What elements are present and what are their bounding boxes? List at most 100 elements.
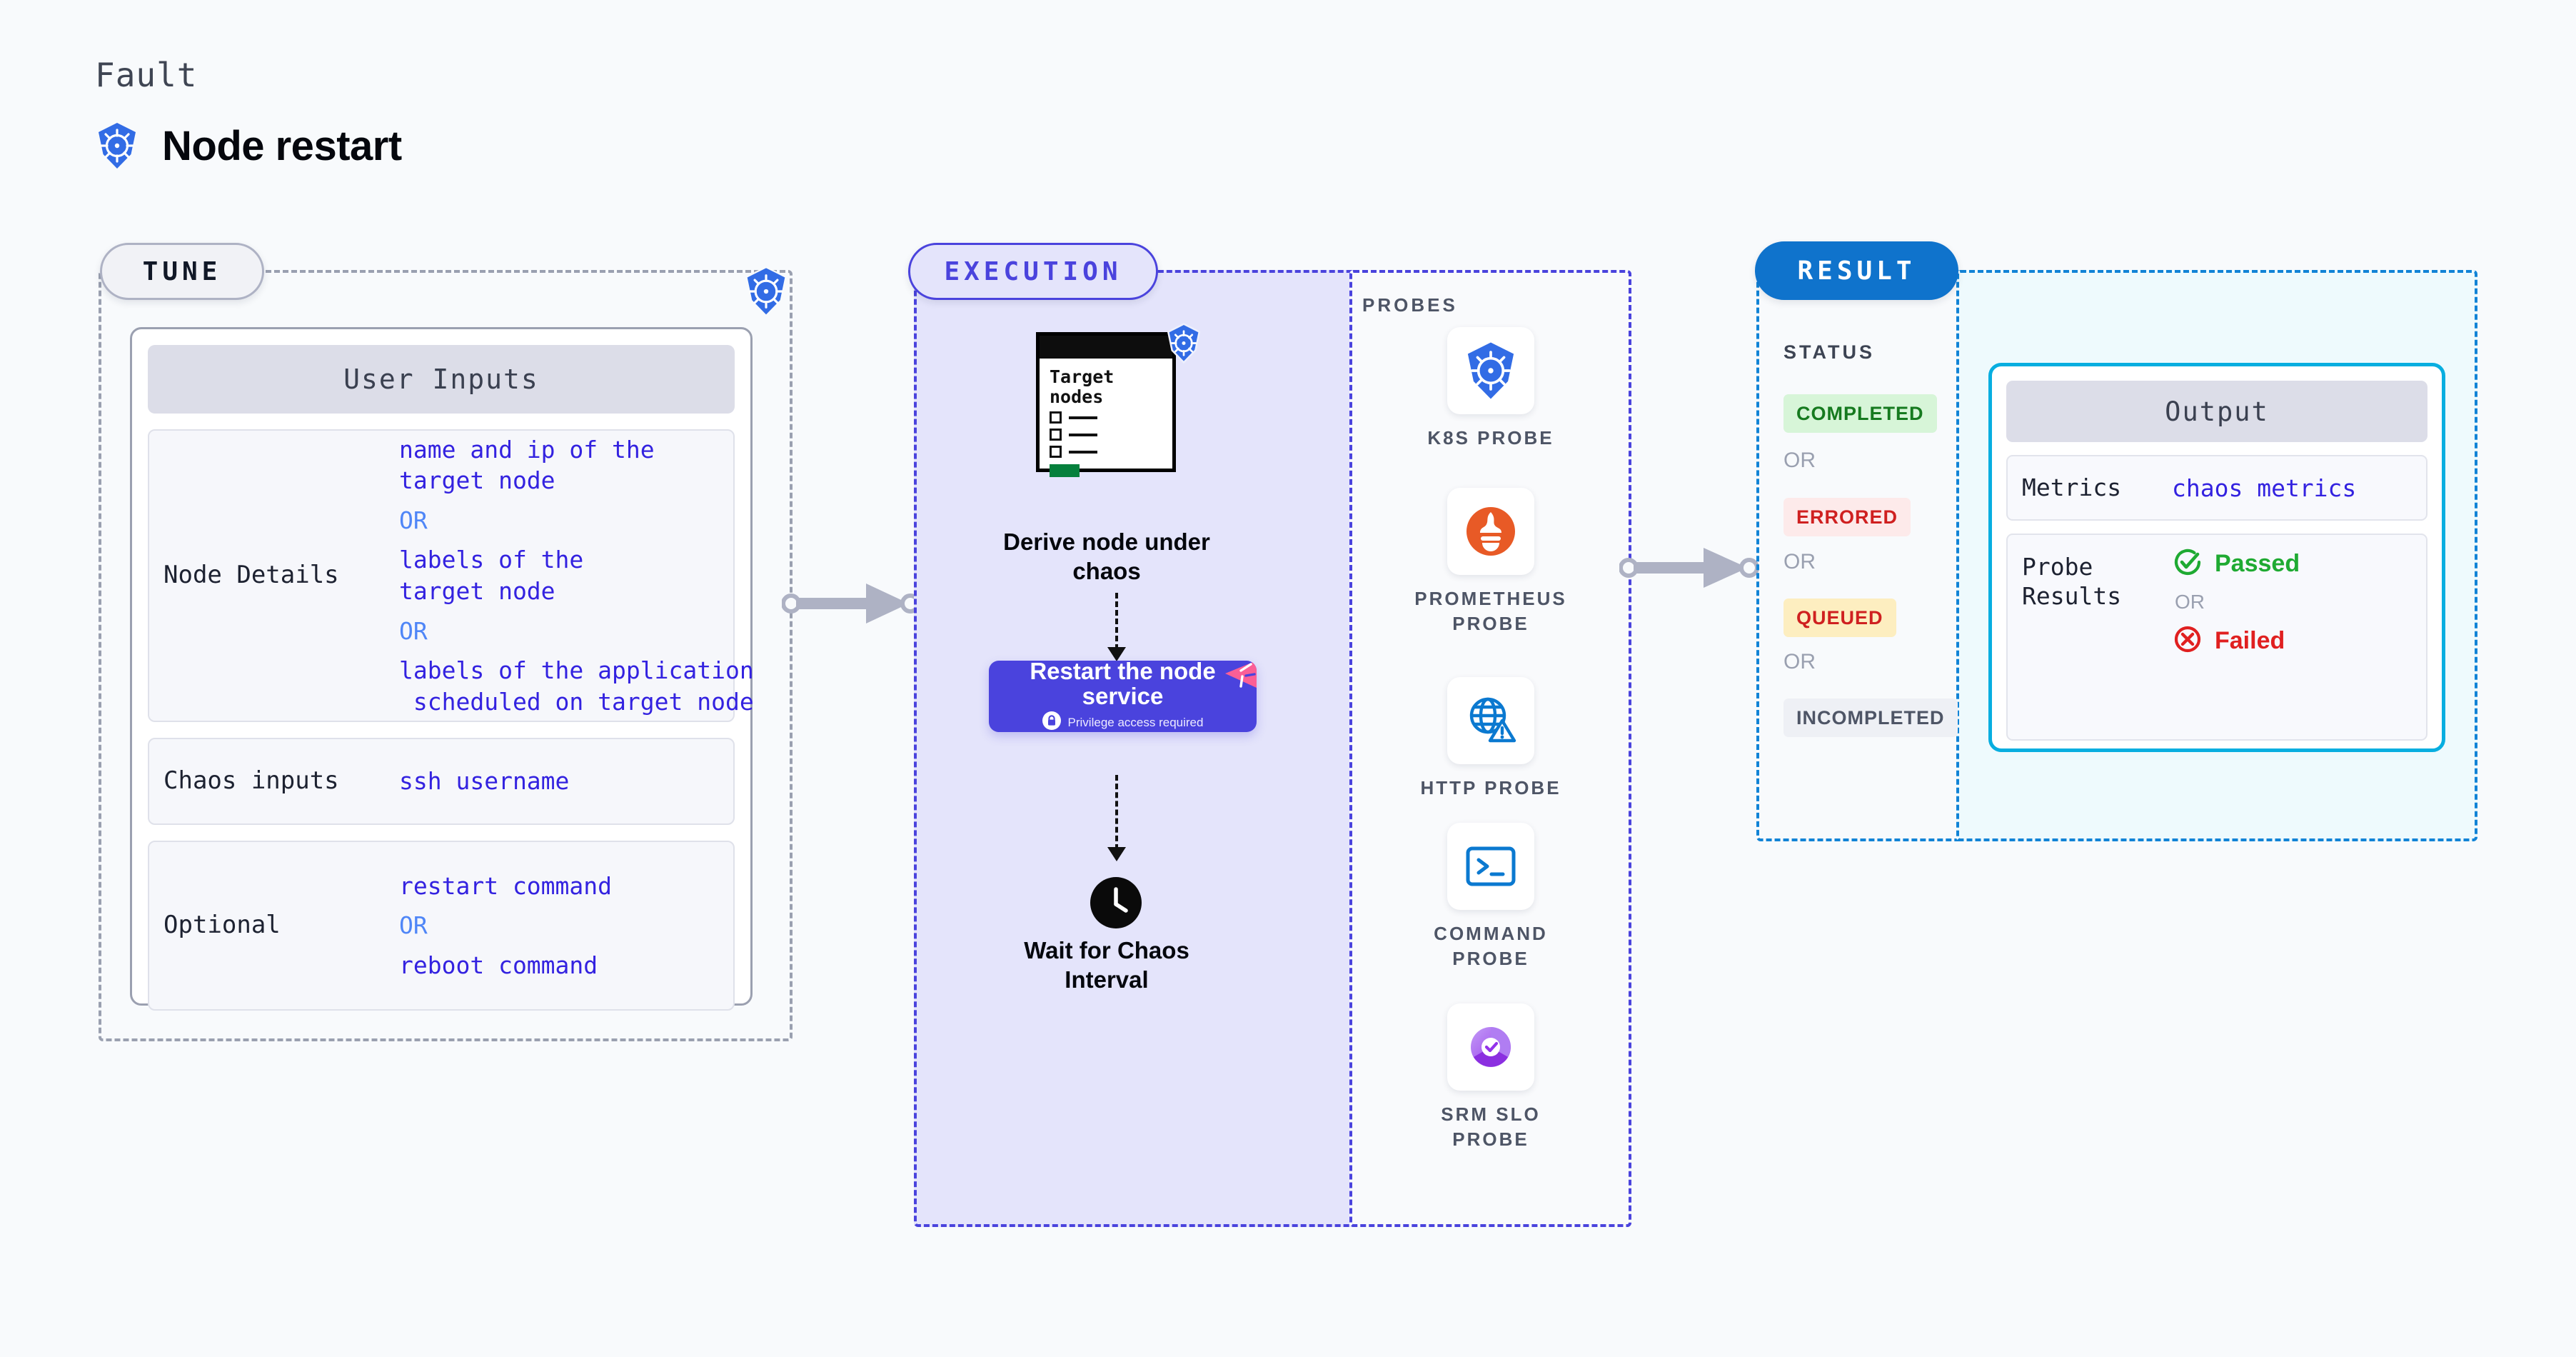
row-value: ssh username — [399, 767, 570, 796]
result-pill: RESULT — [1755, 241, 1958, 300]
value-line: labels of the application — [399, 656, 754, 685]
list-dash — [1069, 416, 1097, 419]
row-key: Optional — [163, 911, 281, 940]
tune-panel — [99, 270, 793, 1041]
check-circle-icon — [2172, 546, 2203, 581]
step-caption-derive-node: Derive node under chaos — [1003, 529, 1210, 585]
execution-pill: EXECUTION — [908, 243, 1158, 300]
step-restart-node-service[interactable]: Restart the node service Privilege acces… — [989, 661, 1257, 732]
probe-result-passed: Passed — [2172, 546, 2300, 581]
status-badge-incompleted: INCOMPLETED — [1783, 698, 1958, 737]
row-key: Metrics — [2022, 474, 2122, 502]
flow-arrowhead-icon — [1107, 647, 1126, 661]
page-title-row: Node restart — [95, 121, 402, 170]
step-caption-wait-chaos-interval: Wait for Chaos Interval — [1024, 937, 1189, 993]
kubernetes-probe-icon — [1447, 327, 1534, 414]
x-circle-icon — [2172, 624, 2203, 658]
value-line: restart command — [399, 871, 613, 900]
target-nodes-document: Target nodes — [1036, 332, 1176, 477]
or-separator: OR — [399, 506, 428, 534]
input-row-node-details: Node Details name and ip of the target n… — [148, 429, 754, 722]
connector-tune-to-execution — [782, 584, 920, 624]
tune-pill: TUNE — [100, 243, 264, 300]
user-inputs-card: User Inputs Node Details name and ip of … — [130, 327, 754, 1011]
output-card: Output Metrics chaos metrics Probe Resul… — [1988, 363, 2445, 752]
connector-execution-to-result — [1619, 548, 1759, 588]
probe-result-values: Passed OR Failed — [2172, 546, 2300, 658]
value-line: labels of the — [399, 546, 584, 574]
command-probe-icon — [1447, 823, 1534, 910]
output-row-metrics: Metrics chaos metrics — [2006, 455, 2427, 521]
probe-fail-label: Failed — [2215, 626, 2285, 654]
probe-label: HTTP PROBE — [1420, 777, 1561, 798]
row-key: Node Details — [163, 561, 339, 590]
document-body: Target nodes — [1040, 359, 1172, 477]
output-row-probe-results: Probe Results Passed OR — [2006, 534, 2427, 741]
user-inputs-heading: User Inputs — [148, 345, 735, 414]
input-row-optional: Optional restart command OR reboot comma… — [148, 841, 735, 1011]
probe-pass-label: Passed — [2215, 549, 2300, 577]
input-row-chaos-inputs: Chaos inputs ssh username — [148, 738, 735, 825]
step-title: Restart the node service — [1030, 661, 1216, 709]
flow-arrowhead-icon — [1107, 847, 1126, 861]
lock-icon — [1042, 711, 1061, 732]
probe-label: PROMETHEUS PROBE — [1414, 588, 1567, 635]
prometheus-probe-icon — [1447, 488, 1534, 575]
document-list-item — [1050, 446, 1162, 458]
probe-label: COMMAND PROBE — [1434, 923, 1548, 970]
kubernetes-badge-icon — [743, 266, 790, 321]
status-title: STATUS — [1783, 341, 1875, 363]
value-line: target node — [399, 466, 555, 495]
or-separator: OR — [1783, 550, 1816, 574]
row-key: Probe Results — [2022, 553, 2122, 611]
document-highlight-bar — [1050, 464, 1080, 477]
clock-icon — [1090, 877, 1142, 932]
or-separator: OR — [399, 616, 428, 645]
srm-slo-probe-icon — [1447, 1003, 1534, 1091]
kubernetes-logo-icon — [95, 121, 139, 170]
privilege-note: Privilege access required — [1042, 711, 1204, 732]
list-dash — [1069, 433, 1097, 436]
row-value: chaos metrics — [2172, 474, 2357, 502]
document-titlebar — [1040, 336, 1172, 359]
checkbox-icon — [1050, 411, 1062, 424]
flow-dashed-line — [1115, 775, 1118, 850]
row-value: name and ip of the target node OR labels… — [399, 434, 754, 717]
page-title: Node restart — [162, 122, 402, 169]
document-list-item — [1050, 411, 1162, 424]
value-line: target node — [399, 577, 555, 605]
status-badge-completed: COMPLETED — [1783, 394, 1937, 433]
row-value: restart command OR reboot command — [399, 871, 612, 981]
privilege-text: Privilege access required — [1067, 715, 1204, 729]
value-line: reboot command — [399, 951, 598, 979]
or-separator: OR — [2175, 591, 2205, 613]
kubernetes-badge-icon — [1165, 323, 1202, 367]
probe-command[interactable]: COMMAND PROBE — [1419, 823, 1562, 971]
or-separator: OR — [1783, 650, 1816, 674]
flow-dashed-line — [1115, 593, 1118, 650]
probe-result-failed: Failed — [2172, 624, 2300, 658]
page-eyebrow: Fault — [95, 56, 198, 94]
or-separator: OR — [1783, 449, 1816, 472]
or-separator: OR — [399, 911, 428, 940]
value-line: scheduled on target node — [399, 687, 754, 716]
probe-label: SRM SLO PROBE — [1441, 1103, 1541, 1151]
probe-http[interactable]: HTTP PROBE — [1419, 677, 1562, 801]
probe-srm-slo[interactable]: SRM SLO PROBE — [1419, 1003, 1562, 1152]
value-line: name and ip of the — [399, 435, 655, 464]
status-badge-errored: ERRORED — [1783, 498, 1911, 536]
checkbox-icon — [1050, 446, 1062, 458]
output-heading: Output — [2006, 381, 2427, 442]
chaos-ribbon-icon — [1222, 661, 1257, 694]
probe-prometheus[interactable]: PROMETHEUS PROBE — [1414, 488, 1565, 636]
document-title-line2: nodes — [1050, 386, 1104, 407]
document-list-item — [1050, 429, 1162, 441]
http-probe-icon — [1447, 677, 1534, 764]
row-key: Chaos inputs — [163, 766, 339, 796]
probe-k8s[interactable]: K8S PROBE — [1419, 327, 1562, 451]
probe-label: K8S PROBE — [1427, 427, 1554, 449]
probes-title: PROBES — [1362, 294, 1458, 316]
document-title-line1: Target — [1050, 366, 1115, 387]
status-badge-queued: QUEUED — [1783, 599, 1896, 637]
